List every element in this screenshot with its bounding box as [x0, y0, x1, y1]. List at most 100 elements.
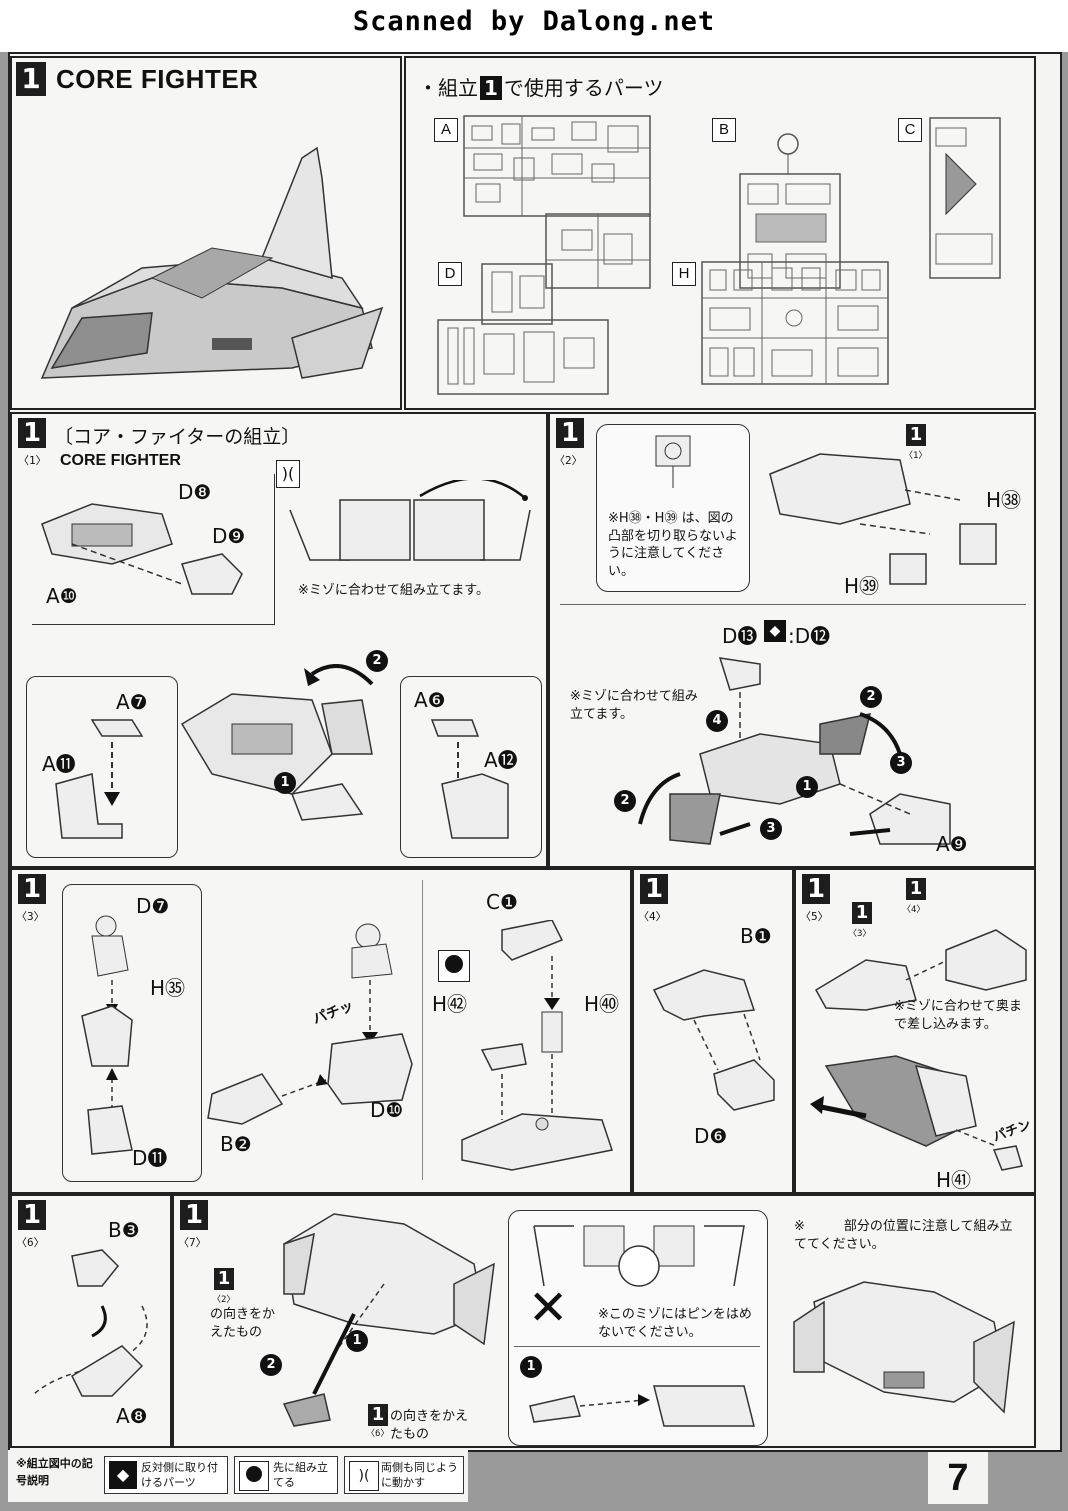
- legend-bar: ※組立図中の記号説明 ◆ 反対側に取り付けるパーツ 先に組み立てる )( 両側も…: [8, 1450, 468, 1502]
- core-fighter-assembly-drawing: [638, 657, 951, 845]
- part-label-a10: A❿: [46, 584, 78, 608]
- legend-item-opposite-side: ◆ 反対側に取り付けるパーツ: [104, 1456, 228, 1494]
- part-label-a7: A❼: [116, 690, 148, 714]
- move-both-sides-icon: )(: [276, 460, 300, 488]
- fuselage-part-drawing: [41, 503, 243, 595]
- part-label-d9: D❾: [212, 524, 246, 548]
- divider: [422, 880, 423, 1180]
- part-label-a11: A⓫: [42, 752, 76, 776]
- scan-credit: Scanned by Dalong.net: [352, 6, 716, 37]
- ref-step-2-sub: 〈2〉: [212, 1295, 236, 1305]
- ref-step-4: 1: [906, 878, 926, 900]
- step-sub: 〈4〉: [638, 910, 667, 923]
- step-sub: 〈7〉: [178, 1236, 207, 1249]
- fuselage-h38-drawing: [769, 453, 997, 585]
- pin-insert-drawing: [529, 1385, 755, 1427]
- move-both-sides-icon: )(: [349, 1461, 379, 1491]
- part-label-b2: B❷: [220, 1132, 252, 1156]
- divider: [514, 1346, 760, 1347]
- step-marker-2: 2: [366, 650, 388, 672]
- core-fighter-body-drawing: [180, 664, 374, 821]
- legend-text: 反対側に取り付けるパーツ: [141, 1461, 218, 1489]
- ref-step-6: 1: [368, 1404, 388, 1426]
- sprue-label-d: D: [438, 262, 462, 286]
- legend-text: 両側も同じように動かす: [381, 1461, 458, 1489]
- section-title: CORE FIGHTER: [56, 64, 259, 94]
- part-label-d7: D❼: [136, 894, 170, 918]
- part-label-b3: B❸: [108, 1218, 140, 1242]
- ref-step-6-note: の向きをかえたもの: [390, 1409, 469, 1442]
- pilot-seat-drawing: [81, 915, 133, 1155]
- legend-text: 先に組み立てる: [273, 1461, 328, 1489]
- step-number: 1: [18, 874, 46, 904]
- canopy-assembly-drawing: [461, 920, 613, 1171]
- ref-step-number: 1: [906, 424, 926, 446]
- inset-right: [400, 676, 542, 858]
- inset-seat: [62, 884, 202, 1182]
- opposite-side-icon: ◆: [109, 1461, 137, 1489]
- part-label-h41: H㊶: [936, 1168, 972, 1192]
- part-label-h42: H㊷: [432, 992, 468, 1016]
- part-b3-a8-drawing: [31, 1249, 148, 1397]
- step-marker-1: 1: [346, 1330, 368, 1352]
- part-label-b1: B❶: [740, 924, 772, 948]
- parts-heading-step: 1: [480, 76, 502, 100]
- step-number: 1: [18, 1200, 46, 1230]
- sprue-label-h: H: [672, 262, 696, 286]
- step-marker-3b: 3: [760, 818, 782, 840]
- legend-title: ※組立図中の記号説明: [16, 1457, 93, 1487]
- part-h38-detail-icon: [655, 435, 691, 488]
- step-1-4-panel: 1 〈4〉 B❶ D❻: [632, 868, 794, 1194]
- part-a6-a12-drawing: [430, 719, 509, 839]
- sprue-label-b: B: [712, 118, 736, 142]
- part-label-d12: :D⓬: [788, 624, 831, 648]
- part-label-d11: D⓫: [132, 1146, 168, 1170]
- step-number: 1: [802, 874, 830, 904]
- step-subtitle: CORE FIGHTER: [60, 452, 181, 469]
- step-1-1-panel: 1 〈1〉 〔コア・ファイターの組立〕 CORE FIGHTER D❽ D❾ A…: [10, 412, 548, 868]
- section-header-panel: 1 CORE FIGHTER: [10, 56, 402, 410]
- step-marker-4: 4: [706, 710, 728, 732]
- position-note: ※ 部分の位置に注意して組み立ててください。: [794, 1219, 1013, 1252]
- inset-left: [26, 676, 178, 858]
- part-label-a8: A❽: [116, 1404, 148, 1428]
- step-sub: 〈6〉: [16, 1236, 45, 1249]
- section-number: 1: [16, 62, 46, 96]
- wing-fold-drawing: [289, 480, 531, 561]
- cockpit-assembly-drawing: [207, 923, 413, 1125]
- page-number: 7: [928, 1452, 988, 1504]
- ref-step-3-sub: 〈3〉: [848, 929, 872, 939]
- finished-core-fighter-drawing: [810, 1055, 1023, 1171]
- part-label-h39: H㊴: [844, 574, 880, 598]
- scan-header: Scanned by Dalong.net: [0, 0, 1068, 52]
- ref-step-6-sub: 〈6〉: [366, 1429, 390, 1439]
- step-number: 1: [180, 1200, 208, 1230]
- parts-heading-prefix: ・組立: [418, 76, 478, 100]
- part-label-a9: A❾: [936, 832, 968, 856]
- pin-warning-text: ※このミゾにはピンをはめないでください。: [598, 1307, 752, 1340]
- inset-frame: [32, 474, 275, 625]
- groove-note: ※ミゾに合わせて組み立てます。: [298, 583, 489, 598]
- ref-step-2-note: の向きをかえたもの: [210, 1307, 276, 1340]
- sprue-label-a: A: [434, 118, 458, 142]
- step-1-2-panel: 1 〈2〉 ※H㊳・H㊴ は、図の凸部を切り取らないように注意してください。 1…: [548, 412, 1036, 868]
- step-title: 〔コア・ファイターの組立〕: [54, 426, 301, 448]
- ref-step-sub: 〈1〉: [904, 451, 928, 461]
- divider: [560, 604, 1026, 605]
- part-a7-a11-drawing: [55, 719, 144, 839]
- do-not-icon: ✕: [528, 1280, 569, 1336]
- core-fighter-finished-drawing: [793, 1281, 1015, 1414]
- step-sub: 〈2〉: [554, 454, 583, 467]
- step-number: 1: [640, 874, 668, 904]
- ref-step-3: 1: [852, 902, 872, 924]
- part-label-h40: H㊵: [584, 992, 620, 1016]
- legend-item-move-both: )( 両側も同じように動かす: [344, 1456, 464, 1494]
- part-label-a12: A⓬: [484, 748, 518, 772]
- parts-heading-suffix: で使用するパーツ: [503, 76, 664, 100]
- step-1-3-panel: 1 〈3〉 D❼ H㉟ D⓫ パチッ B❷ D❿ C❶ H㊷ H㊵: [10, 868, 632, 1194]
- part-label-d13: D⓭: [722, 624, 758, 648]
- insert-note: ※ミゾに合わせて奥まで差し込みます。: [894, 999, 1022, 1032]
- part-label-a6: A❻: [414, 688, 446, 712]
